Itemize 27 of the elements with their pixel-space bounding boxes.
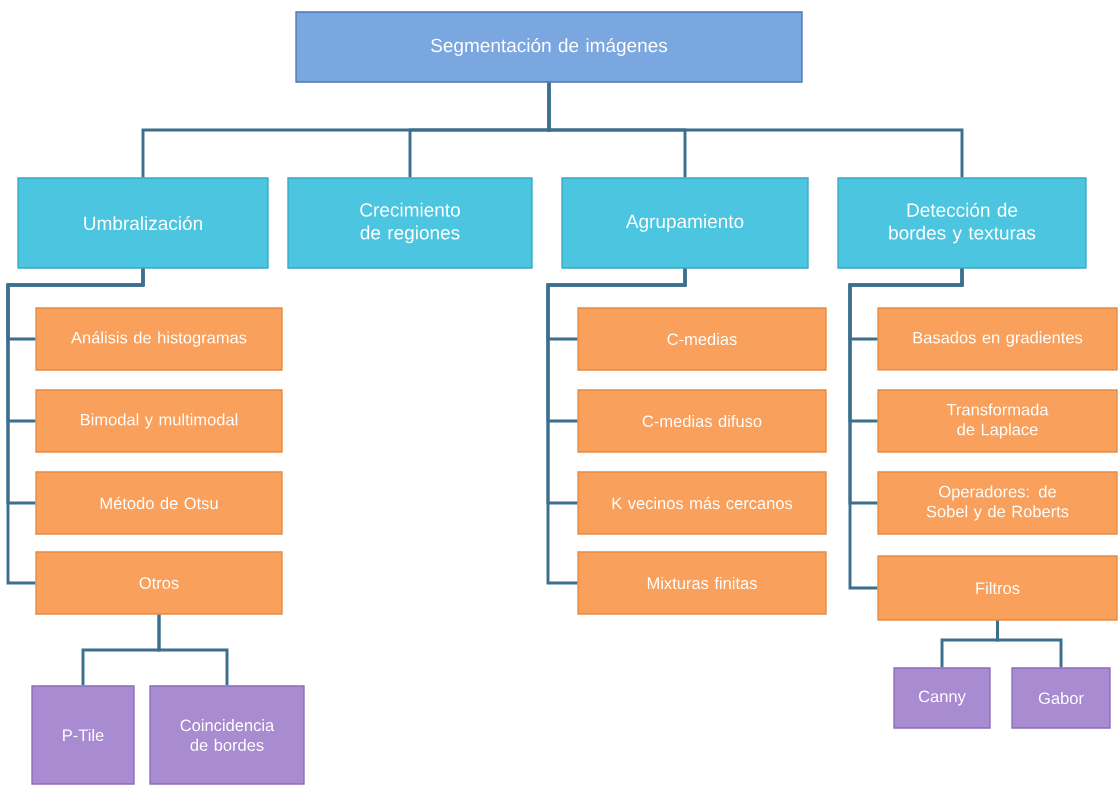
submethod-box: Canny — [893, 667, 991, 729]
method-box: Basados en gradientes — [877, 307, 1118, 371]
method-box: Transformada de Laplace — [877, 389, 1118, 453]
category-box: Agrupamiento — [561, 177, 809, 269]
submethod-box: P-Tile — [31, 685, 135, 785]
method-box: K vecinos más cercanos — [577, 471, 827, 535]
title-box: Segmentación de imágenes — [295, 11, 803, 83]
connector — [547, 82, 964, 178]
method-box: Método de Otsu — [35, 471, 283, 535]
method-box: Filtros — [877, 555, 1118, 621]
category-box: Crecimiento de regiones — [287, 177, 533, 269]
connector — [546, 268, 687, 585]
method-box: C-medias — [577, 307, 827, 371]
connector — [848, 268, 964, 590]
method-box: C-medias difuso — [577, 389, 827, 453]
method-box: Bimodal y multimodal — [35, 389, 283, 453]
category-box: Umbralización — [17, 177, 269, 269]
method-box: Mixturas finitas — [577, 551, 827, 615]
method-box: Análisis de histogramas — [35, 307, 283, 371]
connector — [996, 620, 1063, 668]
submethod-box: Coincidencia de bordes — [149, 685, 305, 785]
submethod-box: Gabor — [1011, 667, 1111, 729]
connector — [157, 614, 229, 686]
category-box: Detección de bordes y texturas — [837, 177, 1087, 269]
method-box: Otros — [35, 551, 283, 615]
method-box: Operadores: de Sobel y de Roberts — [877, 471, 1118, 535]
connector — [6, 268, 145, 585]
